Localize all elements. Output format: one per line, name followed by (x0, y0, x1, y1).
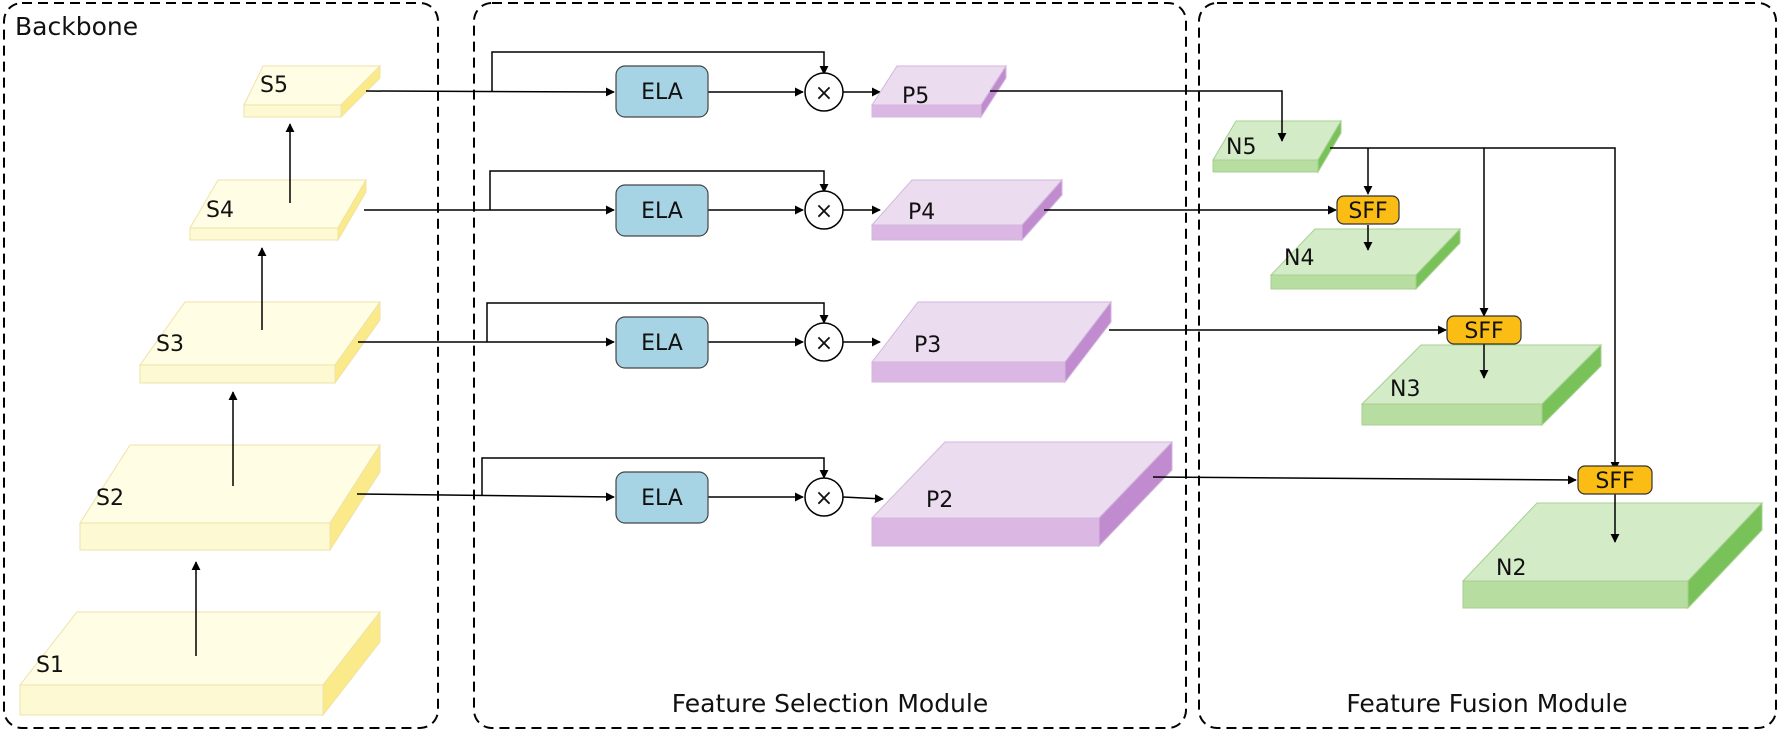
label-p3: P3 (914, 333, 941, 358)
feature-selection-title: Feature Selection Module (672, 689, 988, 718)
layer-p2 (870, 440, 1174, 548)
feature-fusion-title: Feature Fusion Module (1346, 689, 1627, 718)
ela-block-p3: ELA (615, 316, 709, 369)
ela-label: ELA (641, 331, 683, 356)
label-s4: S4 (206, 198, 234, 223)
layer-s3 (139, 300, 381, 385)
sff-label: SFF (1348, 199, 1387, 224)
label-s5: S5 (260, 73, 288, 98)
selection-connectors (356, 51, 884, 504)
label-p5: P5 (902, 84, 929, 109)
layer-n5 (1212, 119, 1342, 174)
label-n4: N4 (1284, 246, 1314, 271)
multiply-symbol: × (815, 81, 833, 106)
ela-block-p2: ELA (615, 471, 709, 524)
multiply-symbol: × (815, 486, 833, 511)
fusion-connectors (990, 90, 1620, 543)
multiply-node-p4: × (804, 190, 844, 230)
sff-block-n4: SFF (1336, 195, 1400, 225)
label-s1: S1 (36, 653, 64, 678)
ela-block-p4: ELA (615, 184, 709, 237)
layer-s1 (18, 610, 382, 717)
layer-n4 (1269, 227, 1462, 291)
backbone-title: Backbone (15, 12, 138, 41)
multiply-symbol: × (815, 199, 833, 224)
layer-s5 (243, 64, 382, 119)
multiply-node-p3: × (804, 322, 844, 362)
sff-block-n2: SFF (1577, 465, 1653, 495)
sff-label: SFF (1595, 469, 1634, 494)
label-p2: P2 (926, 488, 953, 513)
layer-p5 (871, 64, 1007, 119)
ela-label: ELA (641, 199, 683, 224)
feature-selection-panel (473, 2, 1187, 729)
feature-fusion-panel (1198, 2, 1777, 729)
label-n2: N2 (1496, 556, 1526, 581)
label-s3: S3 (156, 332, 184, 357)
label-n5: N5 (1226, 135, 1256, 160)
backbone-panel (3, 2, 439, 729)
layer-p4 (870, 178, 1064, 242)
label-p4: P4 (908, 200, 935, 225)
sff-label: SFF (1464, 319, 1503, 344)
layer-p3 (870, 300, 1113, 384)
multiply-node-p2: × (804, 477, 844, 517)
ela-block-p5: ELA (615, 65, 709, 118)
ela-label: ELA (641, 486, 683, 511)
backbone-arrows (191, 123, 295, 656)
sff-block-n3: SFF (1446, 315, 1522, 345)
layer-s4 (189, 178, 367, 242)
label-s2: S2 (96, 486, 124, 511)
multiply-node-p5: × (804, 72, 844, 112)
multiply-symbol: × (815, 331, 833, 356)
label-n3: N3 (1390, 377, 1420, 402)
layer-s2 (79, 443, 381, 552)
ela-label: ELA (641, 80, 683, 105)
